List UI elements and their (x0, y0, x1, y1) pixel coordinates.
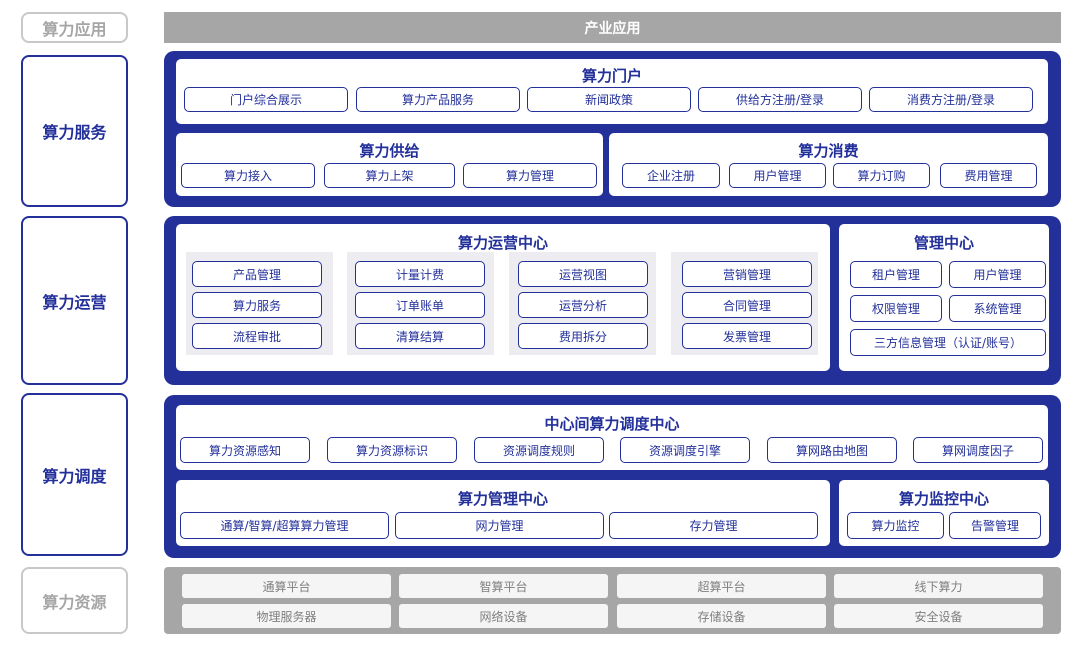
dispatch-item[interactable]: 资源调度引擎 (620, 437, 750, 463)
portal-item[interactable]: 消费方注册/登录 (869, 87, 1033, 112)
ops-column: 营销管理 合同管理 发票管理 (671, 252, 818, 355)
ops-item[interactable]: 发票管理 (682, 323, 812, 349)
mgmt-item[interactable]: 租户管理 (850, 261, 942, 288)
industry-application-bar: 产业应用 (164, 12, 1061, 43)
consume-item[interactable]: 算力订购 (833, 163, 930, 188)
category-application: 算力应用 (21, 12, 128, 43)
dispatch-center-title: 中心间算力调度中心 (544, 415, 680, 433)
compute-mgmt-item[interactable]: 通算/智算/超算算力管理 (180, 512, 389, 539)
ops-item[interactable]: 费用拆分 (518, 323, 648, 349)
ops-item[interactable]: 产品管理 (192, 261, 322, 287)
mgmt-item[interactable]: 系统管理 (949, 295, 1046, 322)
mgmt-center-title: 管理中心 (913, 234, 974, 252)
supply-title: 算力供给 (359, 142, 420, 160)
portal-item[interactable]: 算力产品服务 (356, 87, 520, 112)
resource-item: 物理服务器 (182, 604, 391, 628)
ops-column: 产品管理 算力服务 流程审批 (186, 252, 333, 355)
ops-item[interactable]: 计量计费 (355, 261, 485, 287)
category-dispatch: 算力调度 (21, 393, 128, 556)
resource-item: 通算平台 (182, 574, 391, 598)
dispatch-item[interactable]: 算力资源标识 (327, 437, 457, 463)
portal-item[interactable]: 门户综合展示 (184, 87, 348, 112)
resource-item: 存储设备 (617, 604, 826, 628)
ops-item[interactable]: 流程审批 (192, 323, 322, 349)
supply-card: 算力供给 算力接入 算力上架 算力管理 (176, 133, 603, 196)
dispatch-item[interactable]: 资源调度规则 (474, 437, 604, 463)
category-operation: 算力运营 (21, 216, 128, 385)
dispatch-item[interactable]: 算力资源感知 (180, 437, 310, 463)
resource-item: 安全设备 (834, 604, 1043, 628)
category-resource: 算力资源 (21, 567, 128, 634)
mgmt-item[interactable]: 用户管理 (949, 261, 1046, 288)
ops-item[interactable]: 运营视图 (518, 261, 648, 287)
portal-item[interactable]: 供给方注册/登录 (698, 87, 862, 112)
consume-card: 算力消费 企业注册 用户管理 算力订购 费用管理 (609, 133, 1048, 196)
consume-item[interactable]: 企业注册 (622, 163, 720, 188)
dispatch-center-card: 中心间算力调度中心 算力资源感知 算力资源标识 资源调度规则 资源调度引擎 算网… (176, 405, 1048, 470)
supply-item[interactable]: 算力管理 (463, 163, 597, 188)
compute-mgmt-title: 算力管理中心 (457, 490, 548, 508)
compute-mgmt-item[interactable]: 存力管理 (609, 512, 818, 539)
compute-mgmt-item[interactable]: 网力管理 (395, 512, 604, 539)
ops-center-title: 算力运营中心 (457, 234, 548, 252)
resource-item: 智算平台 (399, 574, 608, 598)
portal-card: 算力门户 门户综合展示 算力产品服务 新闻政策 供给方注册/登录 消费方注册/登… (176, 59, 1048, 124)
dispatch-item[interactable]: 算网路由地图 (767, 437, 897, 463)
ops-center-card: 算力运营中心 产品管理 算力服务 流程审批 计量计费 订单账单 清算结算 运营视… (176, 224, 830, 371)
monitor-item[interactable]: 告警管理 (949, 512, 1041, 539)
monitor-item[interactable]: 算力监控 (847, 512, 944, 539)
consume-item[interactable]: 费用管理 (940, 163, 1037, 188)
ops-column: 计量计费 订单账单 清算结算 (347, 252, 494, 355)
mgmt-item[interactable]: 权限管理 (850, 295, 942, 322)
ops-item[interactable]: 运营分析 (518, 292, 648, 318)
monitor-title: 算力监控中心 (898, 490, 989, 508)
ops-item[interactable]: 订单账单 (355, 292, 485, 318)
resource-item: 网络设备 (399, 604, 608, 628)
portal-title: 算力门户 (581, 67, 642, 85)
ops-item[interactable]: 清算结算 (355, 323, 485, 349)
portal-item[interactable]: 新闻政策 (527, 87, 691, 112)
compute-mgmt-card: 算力管理中心 通算/智算/超算算力管理 网力管理 存力管理 (176, 480, 830, 546)
resource-item: 线下算力 (834, 574, 1043, 598)
resource-item: 超算平台 (617, 574, 826, 598)
category-service: 算力服务 (21, 55, 128, 207)
monitor-card: 算力监控中心 算力监控 告警管理 (839, 480, 1049, 546)
ops-item[interactable]: 营销管理 (682, 261, 812, 287)
supply-item[interactable]: 算力上架 (324, 163, 455, 188)
mgmt-center-card: 管理中心 租户管理 用户管理 权限管理 系统管理 三方信息管理（认证/账号） (839, 224, 1049, 371)
ops-item[interactable]: 合同管理 (682, 292, 812, 318)
ops-column: 运营视图 运营分析 费用拆分 (509, 252, 656, 355)
consume-title: 算力消费 (798, 142, 859, 160)
mgmt-item[interactable]: 三方信息管理（认证/账号） (850, 329, 1046, 356)
dispatch-item[interactable]: 算网调度因子 (913, 437, 1043, 463)
ops-item[interactable]: 算力服务 (192, 292, 322, 318)
consume-item[interactable]: 用户管理 (729, 163, 826, 188)
supply-item[interactable]: 算力接入 (181, 163, 315, 188)
